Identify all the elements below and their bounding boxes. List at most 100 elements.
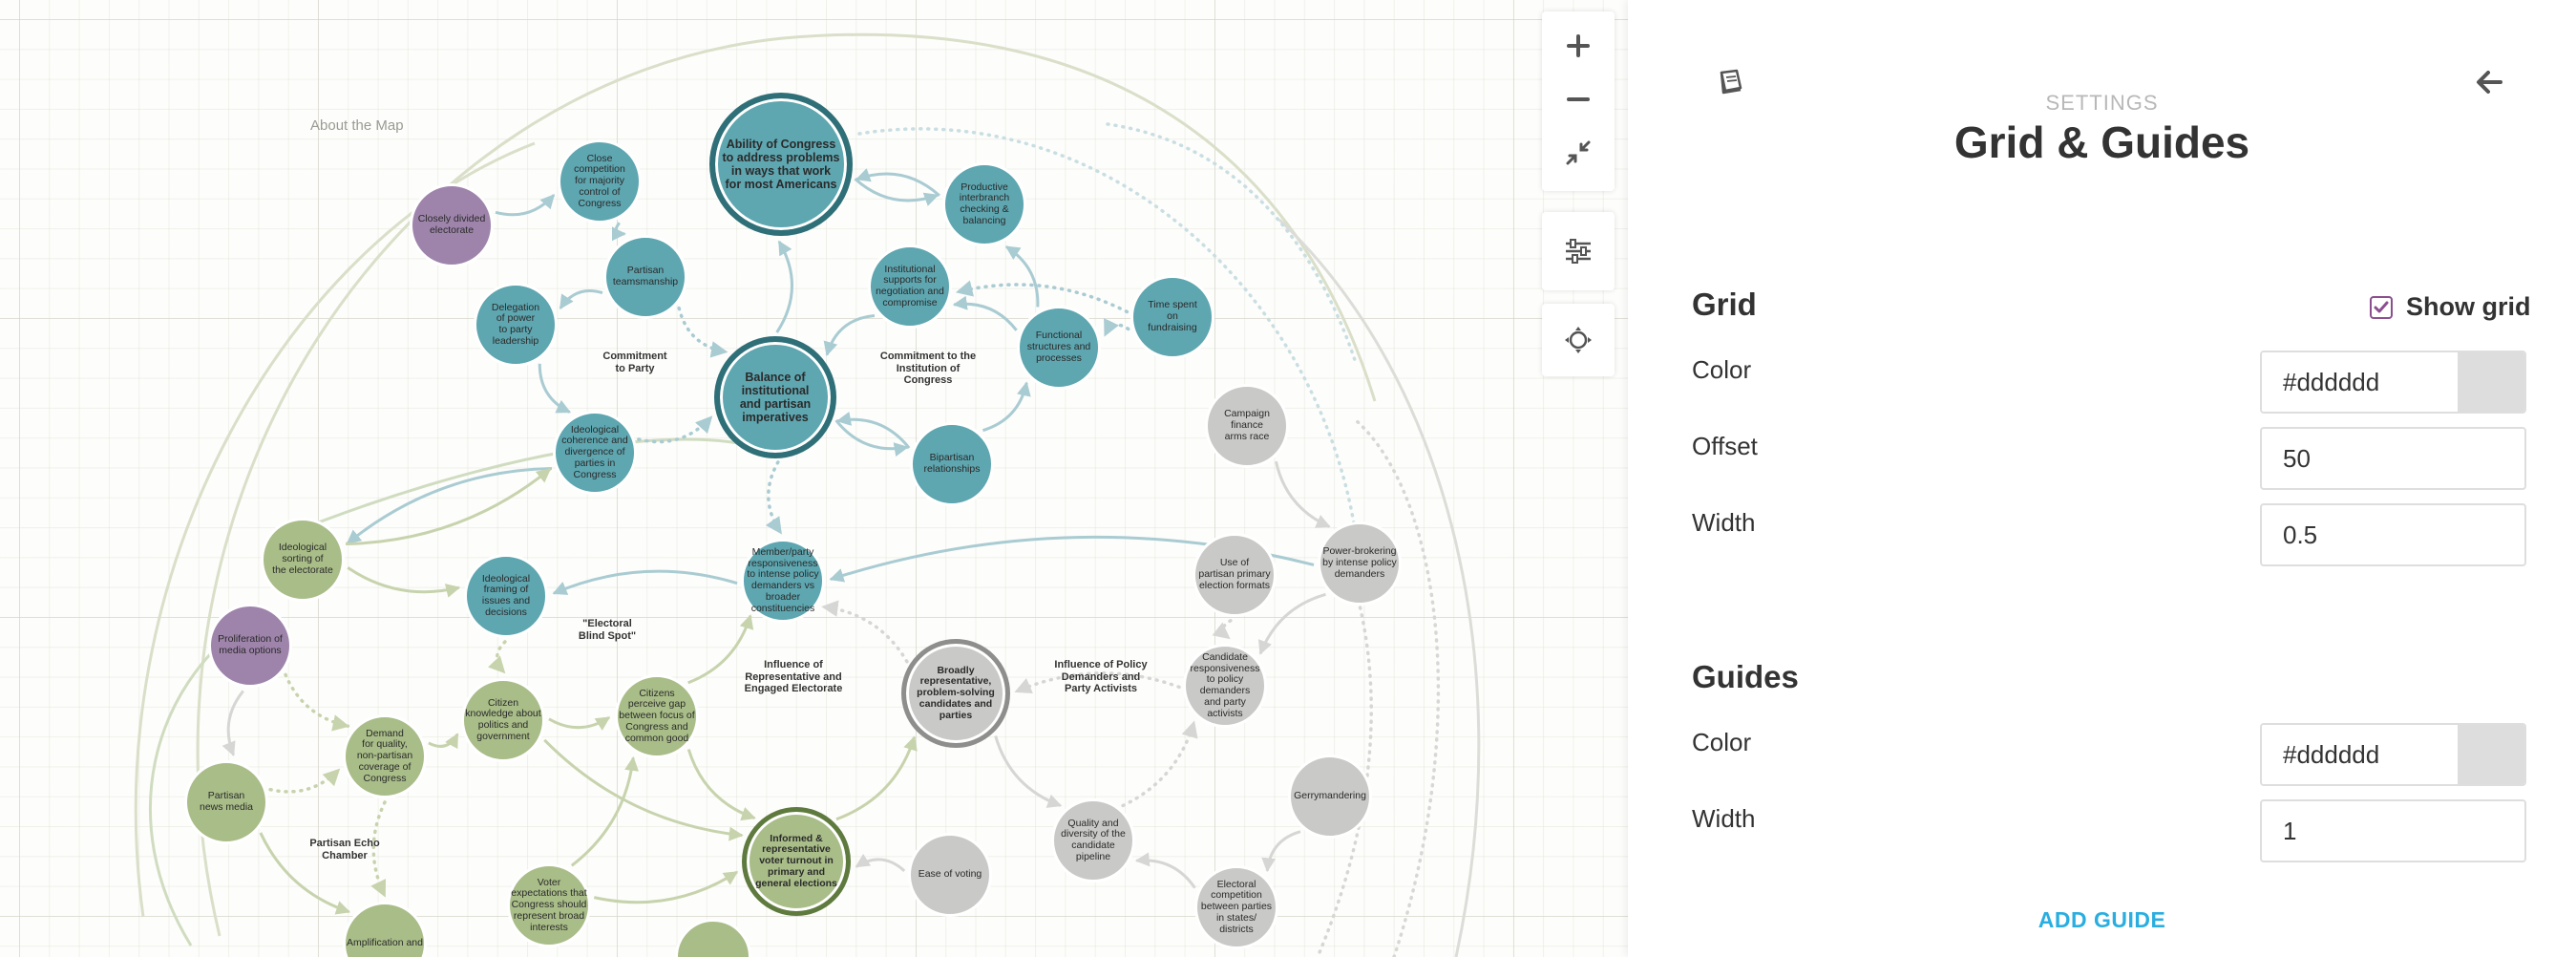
map-node-balance[interactable]: Balance of institutional and partisan im… — [714, 336, 836, 458]
map-node-productive-interbranch[interactable]: Productive interbranch checking & balanc… — [942, 162, 1026, 246]
map-node-campaign-finance[interactable]: Campaign finance arms race — [1205, 384, 1289, 468]
map-node-demand-coverage[interactable]: Demand for quality, non-partisan coverag… — [343, 714, 427, 798]
map-node-ideological-coherence[interactable]: Ideological coherence and divergence of … — [553, 411, 637, 495]
map-connection — [994, 735, 1063, 808]
zoom-out-button[interactable] — [1544, 73, 1613, 126]
map-node-time-fundraising[interactable]: Time spent on fundraising — [1130, 275, 1214, 359]
map-connection — [1261, 830, 1301, 873]
map-node-partisan-news[interactable]: Partisan news media — [184, 760, 268, 844]
map-arc — [1316, 533, 1373, 957]
plus-icon — [1567, 34, 1590, 57]
map-node-ideological-sorting[interactable]: Ideological sorting of the electorate — [261, 518, 345, 602]
map-node-electoral-competition[interactable]: Electoral competition between parties in… — [1194, 865, 1278, 949]
map-connection — [637, 415, 713, 444]
map-node-member-responsiveness[interactable]: Member/party responsiveness to intense p… — [741, 539, 825, 623]
guides-color-swatch[interactable] — [2458, 725, 2524, 784]
grid-color-swatch[interactable] — [2458, 352, 2524, 412]
map-connection — [559, 288, 603, 310]
map-node-bipartisan-relationships[interactable]: Bipartisan relationships — [910, 422, 994, 506]
map-connection — [1103, 318, 1130, 337]
guides-color-input[interactable] — [2262, 725, 2458, 784]
map-connection — [1257, 592, 1326, 655]
grid-offset-input[interactable] — [2260, 427, 2526, 490]
map-connection — [268, 768, 341, 794]
map-node-partisan-primary[interactable]: Use of partisan primary election formats — [1193, 533, 1277, 617]
grid-color-input[interactable] — [2262, 352, 2458, 412]
book-icon[interactable] — [1716, 69, 1744, 100]
minus-icon — [1567, 97, 1590, 101]
map-connection — [835, 412, 911, 449]
map-node-citizen-knowledge[interactable]: Citizen knowledge about politics and gov… — [461, 678, 545, 762]
fit-to-screen-button[interactable] — [1544, 126, 1613, 180]
guides-width-input[interactable] — [2260, 799, 2526, 862]
map-connection — [495, 194, 556, 217]
map-node-voter-expectations[interactable]: Voter expectations that Congress should … — [507, 863, 591, 947]
grid-width-label: Width — [1692, 508, 1756, 537]
map-connection — [1274, 460, 1331, 528]
map-node-gerrymandering[interactable]: Gerrymandering — [1288, 755, 1372, 839]
settings-overline: SETTINGS — [2045, 91, 2159, 115]
map-connection — [370, 800, 387, 898]
map-arc — [196, 32, 1377, 937]
map-connection — [952, 295, 1018, 331]
map-node-candidate-responsiveness[interactable]: Candidate responsiveness to policy deman… — [1183, 644, 1267, 728]
about-map-link[interactable]: About the Map — [310, 117, 404, 134]
map-arc — [1106, 122, 1358, 365]
guides-color-label: Color — [1692, 728, 1752, 756]
map-connection — [1014, 671, 1181, 694]
map-connection — [538, 363, 572, 414]
map-connection — [687, 614, 754, 685]
map-connection — [611, 222, 626, 242]
grid-heading: Grid — [1692, 287, 1757, 322]
map-node-ease-voting[interactable]: Ease of voting — [908, 833, 992, 917]
map-connection — [347, 566, 461, 598]
map-connection — [686, 749, 756, 821]
map-node-proliferation-media[interactable]: Proliferation of media options — [208, 604, 292, 688]
map-node-citizens-perceive[interactable]: Citizens perceive gap between focus of C… — [615, 674, 699, 758]
map-connection — [982, 381, 1031, 433]
map-connections — [134, 32, 1481, 957]
back-arrow-icon[interactable] — [2475, 69, 2503, 100]
map-connection — [821, 600, 909, 664]
guides-width-label: Width — [1692, 804, 1756, 833]
map-connection — [1212, 619, 1233, 640]
map-connection — [259, 832, 351, 915]
map-connection — [765, 460, 783, 535]
map-node-close-competition[interactable]: Close competition for majority control o… — [558, 139, 642, 223]
map-connection — [1121, 720, 1198, 808]
grid-width-input[interactable] — [2260, 503, 2526, 566]
map-node-quality-diversity[interactable]: Quality and diversity of the candidate p… — [1051, 798, 1135, 883]
map-node-power-brokering[interactable]: Power-brokering by intense policy demand… — [1318, 521, 1402, 606]
show-grid-checkbox[interactable] — [2370, 295, 2393, 319]
grid-color-field — [2260, 351, 2526, 414]
zoom-in-button[interactable] — [1544, 19, 1613, 73]
crosshair-icon — [1565, 327, 1592, 353]
map-node-functional-structures[interactable]: Functional structures and processes — [1017, 306, 1101, 390]
map-node-broadly-representative[interactable]: Broadly representative, problem-solving … — [901, 639, 1010, 748]
map-arc — [1277, 218, 1481, 957]
map-node-partisan-teamsmanship[interactable]: Partisan teamsmanship — [603, 235, 687, 319]
map-label-influence-representative: Influence of Representative and Engaged … — [744, 659, 843, 695]
guides-color-field — [2260, 723, 2526, 786]
map-connection — [346, 466, 552, 544]
settings-toolbar — [1542, 212, 1615, 290]
map-node-ideological-framing[interactable]: Ideological framing of issues and decisi… — [464, 554, 548, 638]
center-map-button[interactable] — [1544, 313, 1613, 367]
settings-button[interactable] — [1544, 224, 1613, 278]
add-guide-button[interactable]: ADD GUIDE — [2038, 907, 2166, 932]
map-connection — [854, 178, 940, 206]
map-connection — [955, 280, 1130, 314]
map-node-closely-divided[interactable]: Closely divided electorate — [410, 183, 494, 267]
map-node-informed-turnout[interactable]: Informed & representative voter turnout … — [742, 807, 851, 916]
map-connection — [677, 306, 728, 358]
compress-icon — [1566, 140, 1591, 165]
map-node-ability[interactable]: Ability of Congress to address problems … — [709, 93, 853, 236]
map-node-delegation[interactable]: Delegation of power to party leadership — [474, 283, 558, 367]
map-label-commitment-institution: Commitment to the Institution of Congres… — [879, 351, 977, 387]
show-grid-toggle[interactable]: Show grid — [2370, 292, 2531, 322]
map-node-institutional-supports[interactable]: Institutional supports for negotiation a… — [868, 245, 952, 329]
map-connection — [775, 240, 793, 333]
map-connection — [835, 735, 918, 821]
map-connection — [552, 569, 738, 595]
